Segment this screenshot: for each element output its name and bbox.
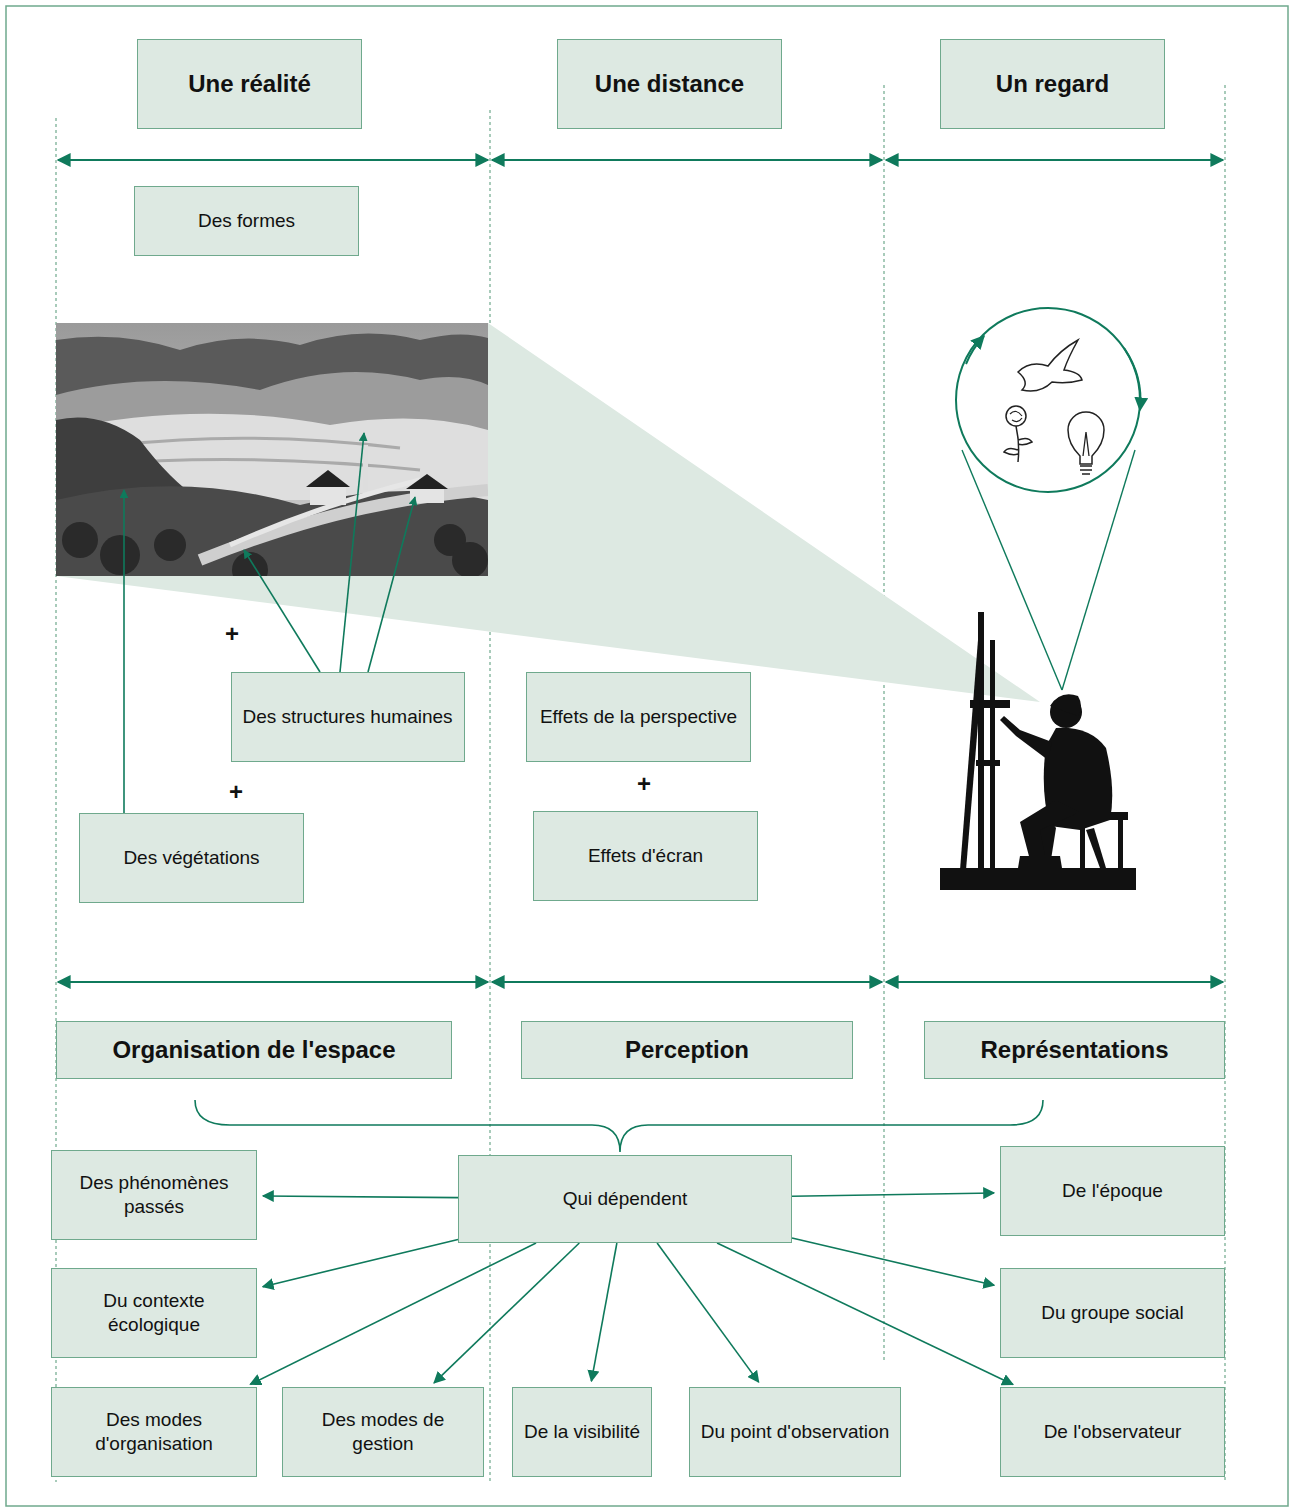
concept-box: Du groupe social bbox=[1000, 1268, 1225, 1358]
heading-box: Organisation de l'espace bbox=[56, 1021, 452, 1079]
box-text: Des modes d'organisation bbox=[52, 1408, 256, 1456]
box-text: Du point d'observation bbox=[695, 1420, 895, 1444]
box-text: Perception bbox=[619, 1035, 755, 1065]
concept-box: Effets de la perspective bbox=[526, 672, 751, 762]
heading-box: Une distance bbox=[557, 39, 782, 129]
concept-box: Des structures humaines bbox=[231, 672, 465, 762]
box-text: Des modes de gestion bbox=[283, 1408, 483, 1456]
connector bbox=[263, 1239, 458, 1286]
box-text: De la visibilité bbox=[518, 1420, 646, 1444]
connector bbox=[591, 1243, 616, 1381]
box-text: Effets de la perspective bbox=[534, 705, 743, 729]
concept-box: Des modes d'organisation bbox=[51, 1387, 257, 1477]
painter-silhouette bbox=[940, 612, 1136, 890]
connector bbox=[657, 1243, 759, 1382]
connector bbox=[792, 1238, 994, 1285]
plus-sign: + bbox=[225, 622, 239, 646]
box-text: Des phénomènes passés bbox=[52, 1171, 256, 1219]
plus-sign: + bbox=[229, 780, 243, 804]
concept-box: Qui dépendent bbox=[458, 1155, 792, 1243]
box-text: Qui dépendent bbox=[557, 1187, 694, 1211]
box-text: Du contexte écologique bbox=[52, 1289, 256, 1337]
box-text: Des structures humaines bbox=[236, 705, 458, 729]
concept-box: De l'observateur bbox=[1000, 1387, 1225, 1477]
box-text: De l'époque bbox=[1056, 1179, 1169, 1203]
concept-box: Des végétations bbox=[79, 813, 304, 903]
concept-box: De la visibilité bbox=[512, 1387, 652, 1477]
concept-box: Du point d'observation bbox=[689, 1387, 901, 1477]
connector bbox=[434, 1243, 579, 1383]
concept-box: Des phénomènes passés bbox=[51, 1150, 257, 1240]
heading-box: Une réalité bbox=[137, 39, 362, 129]
box-text: Des végétations bbox=[117, 846, 265, 870]
box-text: Effets d'écran bbox=[582, 844, 709, 868]
brace bbox=[195, 1100, 1043, 1152]
plus-sign: + bbox=[637, 772, 651, 796]
frame bbox=[6, 6, 1288, 1506]
concept-box: Du contexte écologique bbox=[51, 1268, 257, 1358]
box-text: Du groupe social bbox=[1035, 1301, 1190, 1325]
box-text: Une distance bbox=[589, 69, 750, 99]
box-text: Des formes bbox=[192, 209, 301, 233]
box-text: Organisation de l'espace bbox=[106, 1035, 401, 1065]
connector bbox=[250, 1243, 536, 1384]
connector bbox=[792, 1193, 994, 1196]
concept-box: De l'époque bbox=[1000, 1146, 1225, 1236]
connector bbox=[263, 1196, 458, 1198]
landscape-illustration bbox=[56, 323, 488, 576]
box-text: Représentations bbox=[974, 1035, 1174, 1065]
box-text: Un regard bbox=[990, 69, 1115, 99]
concept-box: Des modes de gestion bbox=[282, 1387, 484, 1477]
box-text: Une réalité bbox=[182, 69, 317, 99]
view-cone bbox=[56, 323, 1040, 702]
concept-box: Effets d'écran bbox=[533, 811, 758, 901]
concept-box: Des formes bbox=[134, 186, 359, 256]
connector bbox=[717, 1243, 1013, 1384]
heading-box: Un regard bbox=[940, 39, 1165, 129]
heading-box: Représentations bbox=[924, 1021, 1225, 1079]
heading-box: Perception bbox=[521, 1021, 853, 1079]
box-text: De l'observateur bbox=[1038, 1420, 1188, 1444]
